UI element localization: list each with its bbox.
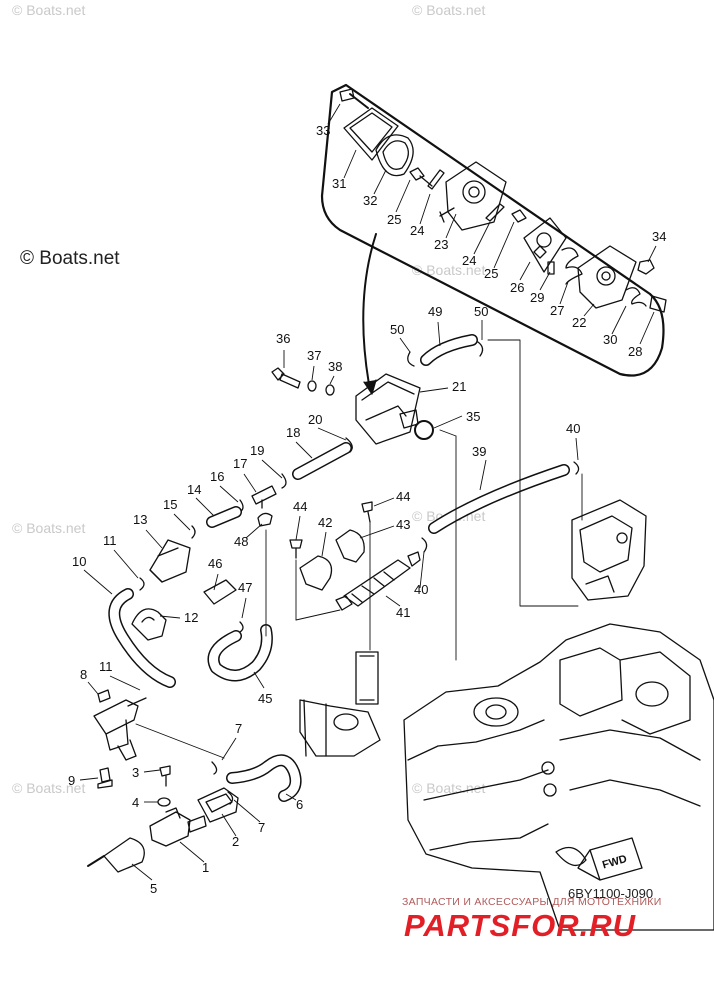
callout-11: 11 bbox=[99, 659, 113, 674]
callout-18: 18 bbox=[286, 425, 300, 440]
callout-27: 27 bbox=[550, 303, 564, 318]
callout-2: 2 bbox=[232, 834, 239, 849]
callout-8: 8 bbox=[80, 667, 87, 682]
callout-29: 29 bbox=[530, 290, 544, 305]
callout-41: 41 bbox=[396, 605, 410, 620]
callout-32: 32 bbox=[363, 193, 377, 208]
callout-40: 40 bbox=[566, 421, 580, 436]
callout-24: 24 bbox=[410, 223, 424, 238]
callout-7: 7 bbox=[235, 721, 242, 736]
copyright-notice: © Boats.net bbox=[20, 248, 120, 269]
callout-3: 3 bbox=[132, 765, 139, 780]
callout-35: 35 bbox=[466, 409, 480, 424]
callout-50: 50 bbox=[390, 322, 404, 337]
watermark: © Boats.net bbox=[12, 2, 86, 18]
callout-11: 11 bbox=[103, 533, 117, 548]
watermark: © Boats.net bbox=[412, 262, 486, 278]
callout-7: 7 bbox=[258, 820, 265, 835]
callout-21: 21 bbox=[452, 379, 466, 394]
callout-14: 14 bbox=[187, 482, 201, 497]
diagram-code: 6BY1100-J090 bbox=[568, 886, 654, 901]
callout-25: 25 bbox=[387, 212, 401, 227]
callout-39: 39 bbox=[472, 444, 486, 459]
watermark: © Boats.net bbox=[12, 520, 86, 536]
callout-5: 5 bbox=[150, 881, 157, 896]
watermark: © Boats.net bbox=[412, 780, 486, 796]
callout-15: 15 bbox=[163, 497, 177, 512]
callout-44: 44 bbox=[396, 489, 410, 504]
callout-17: 17 bbox=[233, 456, 247, 471]
callout-36: 36 bbox=[276, 331, 290, 346]
callout-1: 1 bbox=[202, 860, 209, 875]
watermark: © Boats.net bbox=[12, 780, 86, 796]
callout-13: 13 bbox=[133, 512, 147, 527]
callout-46: 46 bbox=[208, 556, 222, 571]
callout-33: 33 bbox=[316, 123, 330, 138]
callout-38: 38 bbox=[328, 359, 342, 374]
shop-subtitle: ЗАПЧАСТИ И АКСЕССУАРЫ ДЛЯ МОТОТЕХНИКИ bbox=[402, 896, 662, 908]
callout-30: 30 bbox=[603, 332, 617, 347]
callout-4: 4 bbox=[132, 795, 139, 810]
callout-43: 43 bbox=[396, 517, 410, 532]
callout-10: 10 bbox=[72, 554, 86, 569]
callout-9: 9 bbox=[68, 773, 75, 788]
callout-22: 22 bbox=[572, 315, 586, 330]
fwd-label: FWD bbox=[601, 853, 628, 871]
callout-31: 31 bbox=[332, 176, 346, 191]
callout-47: 47 bbox=[238, 580, 252, 595]
callout-6: 6 bbox=[296, 797, 303, 812]
callout-45: 45 bbox=[258, 691, 272, 706]
watermark: © Boats.net bbox=[412, 2, 486, 18]
callout-28: 28 bbox=[628, 344, 642, 359]
callout-25: 25 bbox=[484, 266, 498, 281]
callout-48: 48 bbox=[234, 534, 248, 549]
callout-49: 49 bbox=[428, 304, 442, 319]
callout-34: 34 bbox=[652, 229, 666, 244]
callout-23: 23 bbox=[434, 237, 448, 252]
callout-44: 44 bbox=[293, 499, 307, 514]
callout-20: 20 bbox=[308, 412, 322, 427]
callout-19: 19 bbox=[250, 443, 264, 458]
callout-26: 26 bbox=[510, 280, 524, 295]
shop-logo: PARTSFOR.RU bbox=[404, 908, 637, 943]
callout-24: 24 bbox=[462, 253, 476, 268]
callout-50: 50 bbox=[474, 304, 488, 319]
callout-40: 40 bbox=[414, 582, 428, 597]
inset-frame bbox=[320, 83, 665, 377]
callout-12: 12 bbox=[184, 610, 198, 625]
callout-37: 37 bbox=[307, 348, 321, 363]
callout-16: 16 bbox=[210, 469, 224, 484]
callout-42: 42 bbox=[318, 515, 332, 530]
